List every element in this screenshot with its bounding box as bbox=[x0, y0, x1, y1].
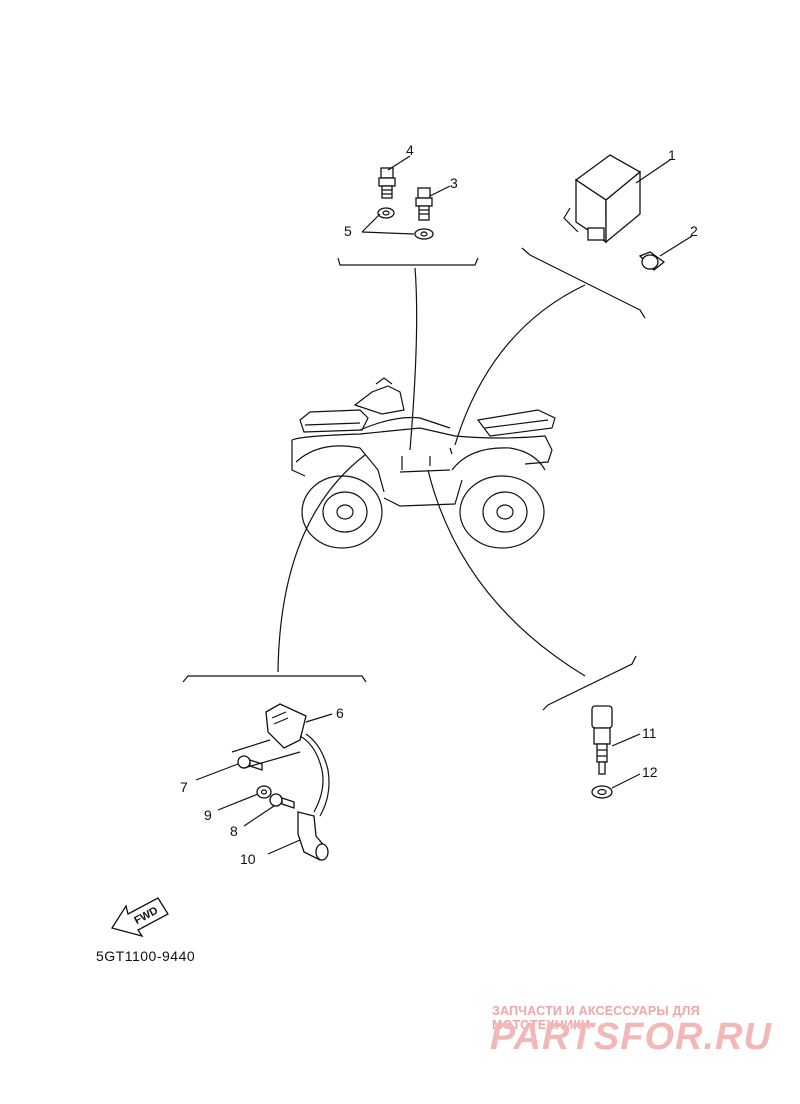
callout-7: 7 bbox=[180, 779, 188, 795]
callout-9: 9 bbox=[204, 807, 212, 823]
washer-part-12 bbox=[591, 785, 613, 799]
sensor-part-11 bbox=[591, 705, 613, 775]
washers-part-5 bbox=[377, 207, 434, 240]
group-brackets bbox=[182, 247, 646, 711]
callout-8: 8 bbox=[230, 823, 238, 839]
callout-leaders bbox=[195, 155, 693, 855]
callout-4: 4 bbox=[406, 142, 414, 158]
callout-5: 5 bbox=[344, 223, 352, 239]
leader-lines bbox=[277, 267, 586, 677]
plug-cap-part-10 bbox=[297, 811, 329, 861]
washer-part-9 bbox=[256, 785, 272, 799]
bolt-part-4 bbox=[378, 167, 396, 199]
callout-6: 6 bbox=[336, 705, 344, 721]
callout-11: 11 bbox=[642, 725, 657, 741]
bolt-part-8 bbox=[269, 793, 295, 809]
watermark-brand: PARTSFOR.RU bbox=[490, 1016, 772, 1058]
watermark-tagline: ЗАПЧАСТИ И АКСЕССУАРЫ ДЛЯ МОТОТЕХНИКИ bbox=[492, 1004, 700, 1032]
bolt-part-3 bbox=[415, 187, 433, 221]
cdi-unit bbox=[563, 154, 642, 244]
bolt-part-7 bbox=[237, 755, 263, 771]
callout-3: 3 bbox=[450, 175, 458, 191]
callout-1: 1 bbox=[668, 147, 676, 163]
callout-numbers: 1 2 3 4 5 6 7 8 9 10 11 12 bbox=[180, 142, 698, 867]
fwd-arrow-icon: FWD bbox=[110, 897, 169, 938]
callout-10: 10 bbox=[240, 851, 256, 867]
callout-12: 12 bbox=[642, 764, 658, 780]
callout-2: 2 bbox=[690, 223, 698, 239]
atv-illustration bbox=[291, 377, 556, 549]
ignition-coil-part-6 bbox=[265, 703, 330, 817]
screw-part-2 bbox=[638, 251, 666, 271]
part-code: 5GT1100-9440 bbox=[96, 948, 196, 964]
